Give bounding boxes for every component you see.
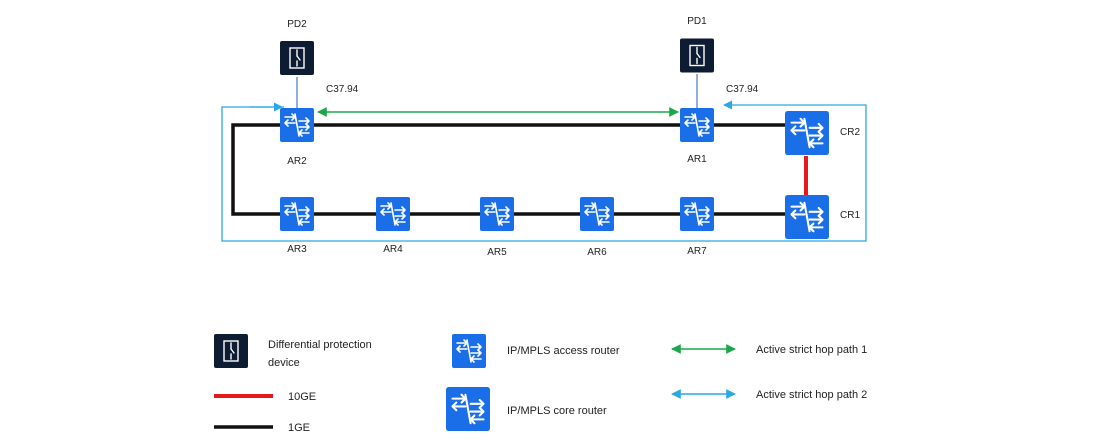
pd1-label: PD1 [687, 16, 707, 27]
cr1-label: CR1 [840, 210, 860, 221]
pd2-label: PD2 [287, 19, 307, 30]
legend-access-router-icon [452, 334, 486, 368]
ar1-label: AR1 [687, 154, 707, 165]
pd2-device-icon [280, 40, 314, 76]
ar6-label: AR6 [587, 247, 607, 258]
legend: Differential protection device 10GE 1GE … [214, 333, 867, 434]
pd1-device-icon [680, 37, 714, 74]
ar3-label: AR3 [287, 244, 307, 255]
path2-line [221, 100, 867, 242]
ar4-router-icon [376, 197, 410, 231]
ar2-label: AR2 [287, 156, 307, 167]
ar7-router-icon [680, 197, 714, 231]
cr2-router-icon [785, 110, 829, 156]
legend-device-icon [214, 333, 248, 369]
legend-path1-label: Active strict hop path 1 [756, 344, 867, 356]
c37-left-label: C37.94 [326, 84, 359, 95]
legend-core-router-icon [446, 387, 490, 431]
legend-device-label-line2: device [268, 357, 300, 369]
ar6-router-icon [580, 197, 614, 231]
cr1-router-icon [785, 194, 829, 240]
legend-device-label-line1: Differential protection [268, 339, 372, 351]
ar5-router-icon [480, 197, 514, 231]
legend-1ge-label: 1GE [288, 422, 310, 434]
legend-10ge-label: 10GE [288, 391, 316, 403]
ar7-label: AR7 [687, 246, 707, 257]
cr2-label: CR2 [840, 127, 860, 138]
legend-core-router-label: IP/MPLS core router [507, 405, 607, 417]
ar4-label: AR4 [383, 244, 403, 255]
ar3-router-icon [280, 197, 314, 231]
ar5-label: AR5 [487, 247, 507, 258]
c37-right-label: C37.94 [726, 84, 759, 95]
ar2-router-icon [280, 108, 314, 142]
legend-path2-label: Active strict hop path 2 [756, 389, 867, 401]
ar1-router-icon [680, 108, 714, 142]
legend-access-router-label: IP/MPLS access router [507, 345, 620, 357]
